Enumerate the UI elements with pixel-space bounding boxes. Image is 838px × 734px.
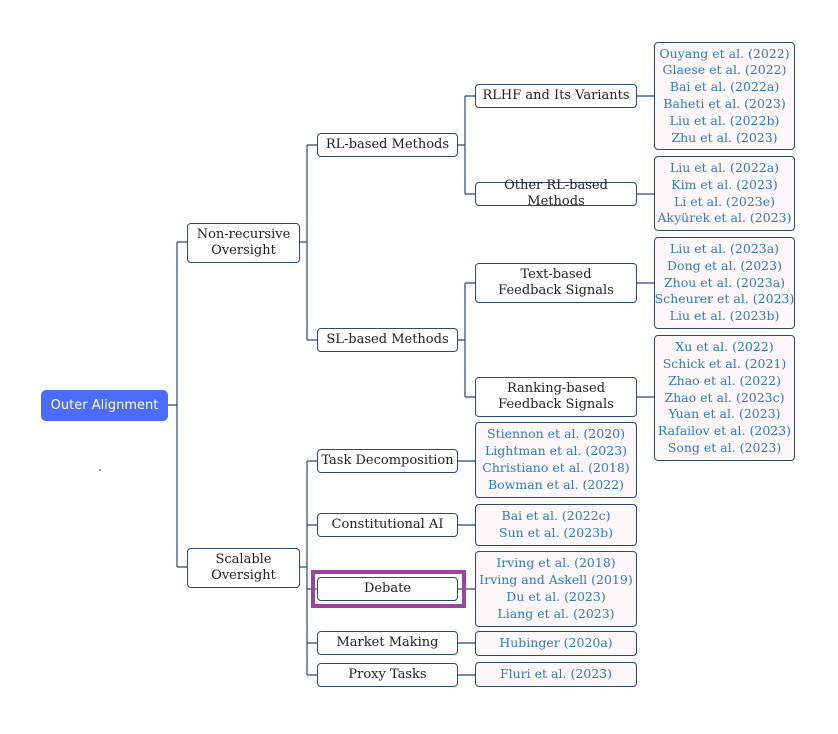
node-label: Constitutional AI: [331, 516, 444, 532]
reference-citation: Zhao et al. (2022): [667, 372, 782, 388]
reference-citation: Baheti et al. (2023): [663, 96, 786, 111]
refs-market-making: Hubinger (2020a): [475, 631, 637, 656]
reference-citation: Bowman et al. (2022): [487, 476, 625, 492]
reference-citation: Dong et al. (2023): [667, 257, 782, 273]
refs-ranking-based: Xu et al. (2022) Schick et al. (2021) Zh…: [654, 335, 795, 461]
node-sl-based-methods: SL-based Methods: [317, 328, 458, 352]
reference-citation: Li et al. (2023e): [673, 193, 776, 209]
root-label: Outer Alignment: [50, 398, 159, 413]
reference-citation: Zhou et al. (2023a): [663, 274, 786, 290]
node-label: Debate: [363, 580, 412, 596]
reference-citation: Irving et al. (2018): [496, 555, 616, 571]
node-label: SL-based Methods: [326, 331, 449, 347]
refs-text-based: Liu et al. (2023a) Dong et al. (2023) Zh…: [654, 237, 795, 329]
node-constitutional-ai: Constitutional AI: [317, 513, 458, 537]
root-outer-alignment: Outer Alignment: [41, 390, 168, 421]
stray-mark: [99, 469, 101, 471]
node-label: Oversight: [211, 243, 276, 258]
reference-citation: Bai et al. (2022a): [669, 79, 780, 95]
reference-citation: Xu et al. (2022): [675, 339, 774, 355]
reference-citation: Zhao et al. (2023c): [664, 389, 785, 405]
node-label: Market Making: [336, 634, 439, 650]
reference-citation: Liu et al. (2022a): [669, 159, 780, 175]
node-ranking-based-feedback: Ranking-based Feedback Signals: [475, 377, 637, 417]
node-text-based-feedback: Text-based Feedback Signals: [475, 263, 637, 303]
refs-rlhf: Ouyang et al. (2022) Glaese et al. (2022…: [654, 42, 795, 150]
node-market-making: Market Making: [317, 631, 458, 655]
node-scalable-oversight: Scalable Oversight: [187, 548, 300, 588]
reference-citation: Irving and Askell (2019): [479, 572, 633, 588]
reference-citation: Lightman et al. (2023): [484, 443, 628, 459]
reference-citation: Liu et al. (2023b): [669, 308, 780, 324]
node-rlhf-variants: RLHF and Its Variants: [475, 84, 637, 108]
reference-citation: Liu et al. (2022b): [669, 112, 780, 128]
node-label: Text-based: [520, 266, 592, 282]
node-label: RLHF and Its Variants: [482, 87, 630, 103]
node-debate: Debate: [317, 577, 458, 601]
refs-proxy-tasks: Fluri et al. (2023): [475, 662, 637, 687]
reference-citation: Stiennon et al. (2020): [487, 426, 625, 442]
reference-citation: Hubinger (2020a): [499, 635, 613, 651]
node-rl-based-methods: RL-based Methods: [317, 133, 458, 157]
node-label: Other RL-based Methods: [504, 177, 608, 210]
reference-citation: Schick et al. (2021): [662, 356, 787, 371]
node-label: RL-based Methods: [325, 136, 450, 152]
reference-citation: Du et al. (2023): [506, 589, 606, 604]
reference-citation: Scheurer et al. (2023): [654, 291, 795, 307]
node-task-decomposition: Task Decomposition: [317, 449, 458, 473]
reference-citation: Fluri et al. (2023): [499, 666, 613, 682]
node-other-rl-methods: Other RL-based Methods: [475, 178, 637, 209]
reference-citation: Christiano et al. (2018): [482, 460, 630, 475]
reference-citation: Sun et al. (2023b): [499, 525, 613, 540]
refs-other-rl: Liu et al. (2022a) Kim et al. (2023) Li …: [654, 156, 795, 231]
reference-citation: Akyürek et al. (2023): [657, 210, 792, 226]
node-label: Oversight: [211, 568, 276, 583]
debate-highlight-box: [311, 570, 466, 608]
reference-citation: Rafailov et al. (2023): [657, 423, 792, 439]
node-non-recursive-oversight: Non-recursive Oversight: [187, 223, 300, 263]
reference-citation: Ouyang et al. (2022): [659, 45, 790, 61]
reference-citation: Liang et al. (2023): [497, 605, 615, 621]
node-proxy-tasks: Proxy Tasks: [317, 663, 458, 687]
reference-citation: Zhu et al. (2023): [671, 129, 778, 145]
reference-citation: Song et al. (2023): [667, 439, 782, 455]
reference-citation: Kim et al. (2023): [671, 176, 778, 192]
refs-debate: Irving et al. (2018) Irving and Askell (…: [475, 551, 637, 627]
refs-constitutional-ai: Bai et al. (2022c) Sun et al. (2023b): [475, 504, 637, 546]
node-label: Non-recursive: [196, 226, 291, 242]
node-label: Proxy Tasks: [348, 666, 427, 682]
reference-citation: Liu et al. (2023a): [669, 241, 780, 256]
refs-task-decomposition: Stiennon et al. (2020) Lightman et al. (…: [475, 422, 637, 498]
node-label: Feedback Signals: [498, 283, 614, 298]
reference-citation: Glaese et al. (2022): [662, 62, 787, 78]
node-label: Ranking-based: [506, 380, 606, 396]
reference-citation: Bai et al. (2022c): [501, 508, 611, 524]
node-label: Scalable: [215, 551, 272, 567]
node-label: Task Decomposition: [321, 452, 454, 468]
reference-citation: Yuan et al. (2023): [668, 406, 781, 422]
node-label: Feedback Signals: [498, 397, 614, 412]
